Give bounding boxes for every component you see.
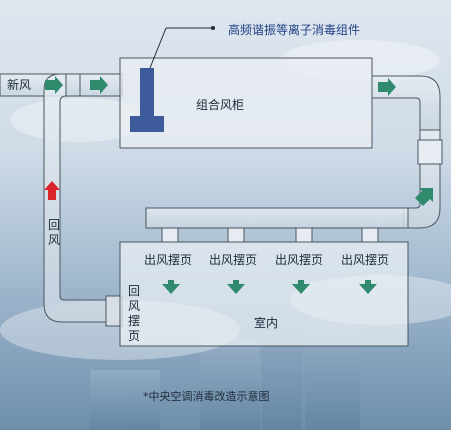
plasma-module <box>130 26 215 132</box>
arrow-outlet-1 <box>162 280 180 294</box>
room-box <box>119 241 409 347</box>
room-label: 室内 <box>254 316 279 330</box>
outlet-label-2: 出风摆页 <box>209 253 258 267</box>
plasma-module-label: 高频谐振等离子消毒组件 <box>228 23 361 37</box>
caption: *中央空调消毒改造示意图 <box>143 390 270 403</box>
outlet-label-1: 出风摆页 <box>144 253 193 267</box>
diffuser-necks <box>161 227 379 243</box>
flow-arrows <box>45 76 433 294</box>
ahu-label: 组合风柜 <box>196 98 245 112</box>
arrow-outlet-4 <box>359 280 377 294</box>
return-duct <box>43 73 111 323</box>
arrow-outlet-2 <box>227 280 245 294</box>
return-louver-label: 回风摆页 <box>127 284 140 343</box>
outlet-label-4: 出风摆页 <box>341 253 390 267</box>
arrow-return <box>44 181 60 200</box>
arrow-inlet-1 <box>45 76 63 94</box>
return-label: 回风 <box>47 218 60 247</box>
distribution-duct <box>145 207 409 229</box>
arrow-supply-out <box>378 78 396 96</box>
arrow-inlet-2 <box>90 76 108 94</box>
ahu-box <box>119 57 373 149</box>
outlet-label-3: 出风摆页 <box>275 253 324 267</box>
arrow-outlet-3 <box>292 280 310 294</box>
arrow-supply-down <box>415 188 433 206</box>
inlet-label: 新风 <box>7 78 32 92</box>
duct-flange <box>417 139 443 165</box>
